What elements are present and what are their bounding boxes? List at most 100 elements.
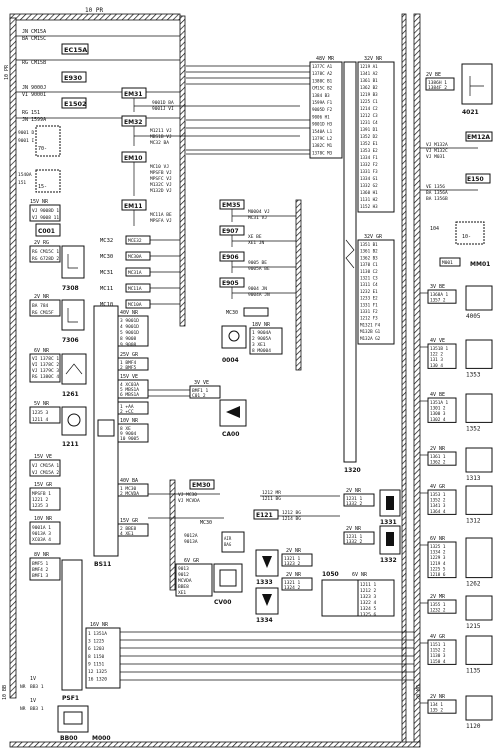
block2-row: 1219 B3 — [360, 92, 378, 97]
e930-wire-2: VI 9000I — [22, 92, 46, 98]
component-104: 104 10- — [430, 221, 485, 245]
e906-wire-1: 9005 BE — [248, 260, 267, 266]
component-1333: 2V NR 1321 1 1323 2 1333 — [255, 548, 313, 586]
component-1262-pins — [427, 541, 457, 579]
component-1135-pins — [427, 639, 457, 665]
component-1120-symbol — [465, 695, 493, 721]
em12a-wire-3: VJ M031 — [426, 154, 445, 160]
component-1262-row: 1325 1 — [430, 544, 446, 550]
mm01-label: MM01 — [470, 261, 490, 268]
bs11-label: BS11 — [94, 561, 111, 568]
component-1262-row: 1225 5 — [430, 566, 446, 572]
ec15a-wire-3: RG CM15B — [22, 60, 46, 66]
top-bar-label: 10 PR — [85, 7, 103, 14]
block1-row: 9001D H3 — [312, 122, 333, 127]
component-1313-label: 1313 — [466, 475, 481, 482]
bs11-title: 40V NR — [120, 310, 139, 316]
cv00-row-2: 9012 — [178, 572, 189, 578]
block-8v-nr: 8V NR BMF5 1 BMF4 2 BMF1 3 — [29, 552, 61, 581]
component-1215-title: 2V MR — [430, 594, 446, 600]
e905-wire-1: 9004 JN — [248, 286, 267, 292]
10vnr-row-2: 9013A 3 — [32, 531, 51, 537]
0004-row-3: 3 XE1 — [252, 342, 266, 348]
7308-row-2: RG 6728D 2 — [32, 256, 59, 262]
15vgr-row-3: 1235 3 — [32, 503, 49, 509]
splice-mc30: MC30 — [100, 254, 113, 260]
module-em30: EM30 VJ MC30 VJ MCVDA MC30 — [148, 479, 224, 526]
component-1262-row: 1229 3 — [430, 555, 446, 561]
bs11-sub2-row-3: 6 MBS1A — [120, 392, 139, 398]
block3-row: M1321 F4 — [360, 322, 381, 327]
component-c001: 15V NR VJ 9008D 1 VJ 9008 11 C001 — [29, 199, 61, 237]
em10-wire-5: M132D VJ — [150, 188, 172, 194]
component-1313-pins — [427, 451, 457, 466]
1261-row-2: VI 1378C 2 — [32, 362, 59, 368]
connector-ec15a-label: EC15A — [64, 46, 87, 54]
connector-e930: E930 JN 9000J VI 9000I — [16, 71, 180, 98]
psf1-row: 3 1225 — [88, 639, 105, 645]
1332-title: 2V NR — [346, 526, 362, 532]
em31-wire-2: 9001J VI — [152, 106, 174, 112]
15vgr-row-2: 1221 2 — [32, 497, 49, 503]
1320-label: 1320 — [344, 467, 361, 474]
component-1352-row: 1301 2 — [430, 406, 446, 412]
component-1312-row: 1352 2 — [430, 498, 446, 504]
7306-label: 7306 — [62, 337, 79, 344]
component-1135-row: 1130 3 — [430, 653, 446, 659]
1vb-row-2: BB3 1 — [30, 706, 44, 712]
component-1262-symbol — [465, 537, 493, 579]
block2-row: 1331 F3 — [360, 169, 378, 174]
component-1262-title: 6V NR — [430, 536, 446, 542]
component-1353-pins — [427, 343, 457, 369]
block1-row: 9006 H1 — [312, 114, 330, 119]
component-1120-label: 1120 — [466, 723, 481, 730]
ec15a-wire-2: BA CM15C — [22, 36, 46, 42]
1333-label: 1333 — [256, 579, 273, 586]
e907-wire-1: XE BE — [248, 234, 262, 240]
1211-row-2: 1211 4 — [32, 417, 49, 423]
ca00-row-1: BMF1 1 — [192, 388, 209, 394]
1050-row-5: 1324 5 — [360, 606, 377, 612]
component-1135-row: 1150 4 — [430, 659, 446, 665]
component-1120-row: 135 2 — [430, 708, 443, 714]
component-4005-title: 3V BE — [430, 284, 445, 290]
bs11-sub3-row-1: 1 +AA — [120, 404, 134, 410]
component-1313-symbol — [465, 447, 493, 473]
1050-row-1: 1211 1 — [360, 582, 377, 588]
bottom-wire-bundle — [120, 631, 414, 681]
c001-row-2: VJ 9008 11 — [32, 215, 59, 221]
block3-row: M132B G1 — [360, 329, 381, 334]
1211-title: 5V NR — [34, 401, 50, 407]
15vve-row-2: VJ CM15A 2 — [32, 470, 59, 476]
left-misc-block: 70- 15- 9001 D 9001 I 1540A 151 — [18, 125, 61, 193]
em10-wire-3: MPSFC VJ — [150, 176, 172, 182]
block3-row: 1331 F2 — [360, 309, 378, 314]
component-1312-pins — [427, 489, 457, 515]
connector-ec15a: EC15A JN CM15A BA CM15C RG CM15B — [16, 29, 180, 66]
e905-label: E905 — [222, 280, 239, 287]
block2-row: 1212 C3 — [360, 113, 378, 118]
mid-bus-pr — [295, 199, 302, 371]
em30-wire-1: VJ MC30 — [178, 492, 197, 498]
em12a-wire-1: VJ M132A — [426, 142, 448, 148]
side-text: 10 BB — [2, 685, 8, 700]
block1-row: 9005D F2 — [312, 107, 333, 112]
misc-9001i: 9001 I — [18, 138, 35, 144]
component-1313-row: 1361 1 — [430, 454, 446, 460]
left-vertical-bus — [9, 17, 17, 699]
1332-row-2: 1332 2 — [346, 539, 363, 545]
splice-tag-mc31: MC31A — [128, 270, 142, 276]
component-1050: 1050 6V NR 1211 1 1212 2 1323 3 1322 4 1… — [321, 571, 395, 618]
component-1262-row: 1219 4 — [430, 561, 446, 567]
connector-em35: EM35 M0004 VJ MC31 VJ — [219, 199, 296, 222]
em30-label: EM30 — [192, 482, 210, 489]
misc-70: 70- — [38, 146, 47, 152]
bs11-row-5: 9 9008 — [120, 342, 137, 348]
component-1120-pins — [427, 699, 457, 714]
0004-row-1: 1 9004A — [252, 330, 271, 336]
block2-row: 1352 D2 — [360, 134, 378, 139]
4021-label: 4021 — [462, 109, 479, 116]
component-1135-row: 1152 2 — [430, 648, 446, 654]
